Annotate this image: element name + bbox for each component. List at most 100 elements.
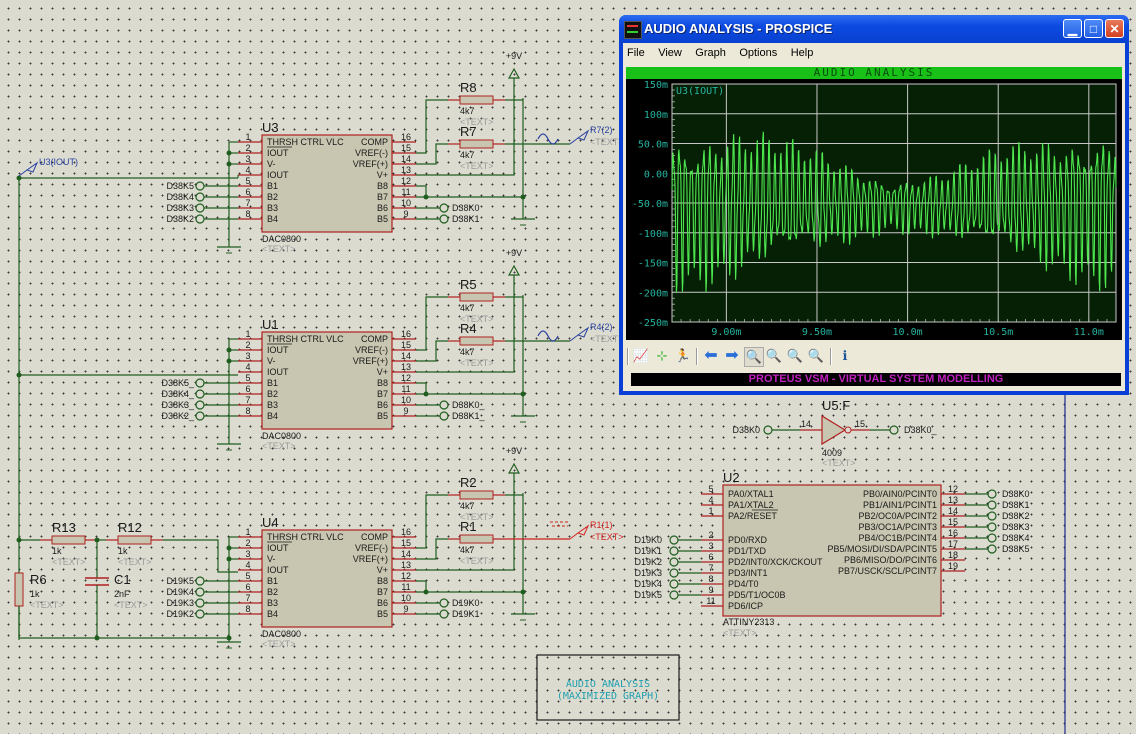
terminal-icon[interactable]	[439, 203, 449, 213]
probe-icon[interactable]	[25, 161, 39, 173]
note-box[interactable]	[536, 654, 680, 721]
graph-plot[interactable]: 150m100m50.0m0.00-50.0m-100m-150m-200m-2…	[626, 79, 1122, 340]
terminal-icon[interactable]	[439, 598, 449, 608]
back-arrow-icon[interactable]: ⬅	[704, 347, 718, 364]
pin-name: PB6/MISO/DO/PCINT6	[844, 555, 937, 565]
resistor-r5[interactable]	[459, 292, 494, 302]
terminal-icon[interactable]	[987, 544, 997, 554]
terminal-icon[interactable]	[195, 192, 205, 202]
dac0800-chip[interactable]	[261, 134, 393, 233]
terminal-icon[interactable]	[195, 181, 205, 191]
terminal-icon[interactable]	[669, 568, 679, 578]
close-button[interactable]: ✕	[1105, 19, 1124, 38]
terminal-icon[interactable]	[195, 587, 205, 597]
pin-name: COMP	[361, 334, 388, 344]
generator-dash-icon	[550, 521, 570, 527]
terminal-icon[interactable]	[195, 389, 205, 399]
resistor-r1[interactable]	[459, 534, 494, 544]
menu-view[interactable]: View	[658, 47, 682, 59]
terminal-icon[interactable]	[669, 579, 679, 589]
terminal-icon[interactable]	[195, 598, 205, 608]
dac0800-chip[interactable]	[261, 529, 393, 628]
net-label: D19K4	[166, 587, 194, 597]
graph-toolbar: 📈 ⊹ 🏃 ⬅ ➡ 🔍 🔍 🔍 🔍 ℹ	[626, 345, 1122, 367]
zoom-in-icon[interactable]: 🔍	[744, 347, 764, 367]
resistor-r8[interactable]	[459, 95, 494, 105]
resistor-value: 4k7	[460, 501, 475, 511]
attiny2313-chip[interactable]	[722, 484, 942, 617]
terminal-icon[interactable]	[987, 511, 997, 521]
terminal-icon[interactable]	[195, 411, 205, 421]
terminal-icon[interactable]	[987, 533, 997, 543]
terminal-icon[interactable]	[195, 214, 205, 224]
zoom-out-icon[interactable]: 🔍	[765, 348, 783, 363]
terminal-icon[interactable]	[889, 425, 899, 435]
resistor-r7[interactable]	[459, 139, 494, 149]
net-label: D19K5	[166, 576, 194, 586]
pin-name: PB1/AIN1/PCINT1	[863, 500, 937, 510]
terminal-icon[interactable]	[987, 500, 997, 510]
terminal-icon[interactable]	[763, 425, 773, 435]
terminal-icon[interactable]	[669, 590, 679, 600]
probe-icon[interactable]	[576, 129, 590, 141]
dac0800-chip[interactable]	[261, 331, 393, 430]
pin-number: 2	[708, 530, 713, 540]
resistor-r4[interactable]	[459, 336, 494, 346]
terminal-icon[interactable]	[195, 203, 205, 213]
app-icon	[624, 21, 642, 39]
pin-number: 14	[401, 351, 411, 361]
pin-name: PD3/INT1	[728, 568, 768, 578]
maximize-button[interactable]: □	[1084, 19, 1103, 38]
menu-file[interactable]: File	[627, 47, 645, 59]
terminal-icon[interactable]	[195, 576, 205, 586]
terminal-icon[interactable]	[195, 609, 205, 619]
pin-name: B5	[377, 609, 388, 619]
simulate-icon[interactable]: 🏃	[674, 348, 692, 363]
resistor-value: 4k7	[460, 106, 475, 116]
terminal-icon[interactable]	[439, 400, 449, 410]
terminal-icon[interactable]	[195, 378, 205, 388]
terminal-icon[interactable]	[195, 400, 205, 410]
graph-info-icon[interactable]: ℹ	[842, 348, 848, 363]
menu-options[interactable]: Options	[739, 47, 778, 59]
net-label: D38K5	[1002, 544, 1030, 554]
pin-name: B7	[377, 192, 388, 202]
zoom-area-icon[interactable]: 🔍	[807, 348, 825, 363]
terminal-icon[interactable]	[987, 522, 997, 532]
title-bar[interactable]: AUDIO ANALYSIS - PROSPICE ▁ □ ✕	[619, 15, 1129, 43]
probe-icon[interactable]	[576, 326, 590, 338]
terminal-icon[interactable]	[439, 411, 449, 421]
pin-number: 2	[245, 143, 250, 153]
pin-number: 9	[403, 406, 408, 416]
pin-name: VREF(+)	[353, 159, 388, 169]
resistor-r2[interactable]	[459, 490, 494, 500]
inverter-gate[interactable]	[821, 414, 847, 446]
pin-name: PD4/T0	[728, 579, 759, 589]
probe-label: R1(1)	[590, 520, 613, 530]
terminal-icon[interactable]	[987, 489, 997, 499]
pin-number: 6	[245, 384, 250, 394]
resistor-ref: R12	[118, 520, 142, 535]
zoom-all-icon[interactable]: 🔍	[786, 348, 804, 363]
graph-edit-icon[interactable]: 📈	[632, 348, 650, 363]
add-trace-icon[interactable]: ⊹	[656, 348, 668, 363]
menu-graph[interactable]: Graph	[695, 47, 726, 59]
resistor-r12[interactable]	[117, 535, 152, 545]
terminal-icon[interactable]	[439, 609, 449, 619]
terminal-icon[interactable]	[669, 535, 679, 545]
terminal-icon[interactable]	[669, 546, 679, 556]
text-placeholder: <TEXT>	[262, 441, 296, 451]
text-placeholder: <TEXT>	[114, 600, 148, 610]
minimize-button[interactable]: ▁	[1063, 19, 1082, 38]
forward-arrow-icon[interactable]: ➡	[725, 347, 739, 364]
capacitor-ref: C1	[114, 572, 131, 587]
menu-help[interactable]: Help	[790, 47, 814, 59]
terminal-icon[interactable]	[439, 214, 449, 224]
resistor-r6[interactable]	[14, 572, 24, 607]
terminal-icon[interactable]	[669, 557, 679, 567]
probe-icon[interactable]	[576, 524, 590, 536]
pin-name: VREF(+)	[353, 554, 388, 564]
resistor-r13[interactable]	[51, 535, 86, 545]
